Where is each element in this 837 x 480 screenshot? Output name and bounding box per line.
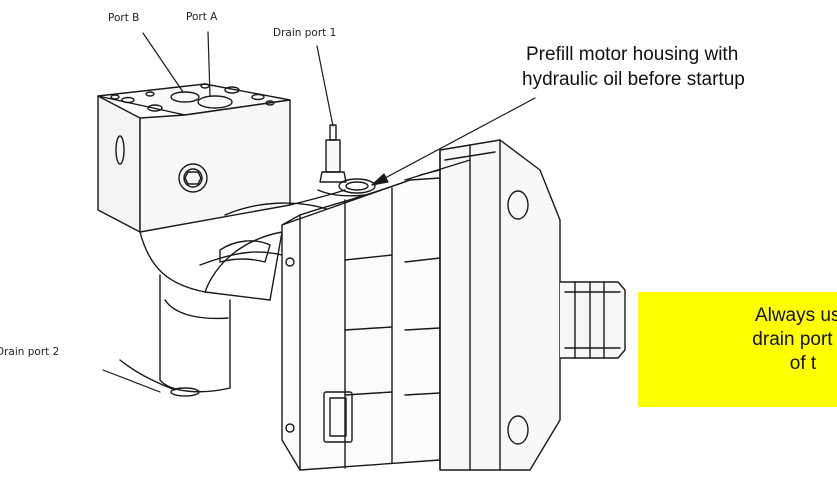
output-shaft xyxy=(559,281,626,359)
leader-lines xyxy=(102,31,536,393)
drain-port-2-text: Drain port 2 xyxy=(0,346,60,358)
warning-note-line-1: Always use xyxy=(754,305,837,326)
port-b-hole xyxy=(170,91,200,103)
warning-note-line-2: drain port fo xyxy=(752,329,837,350)
port-a-label: Port A xyxy=(186,11,218,23)
front-flange xyxy=(404,139,561,471)
main-housing xyxy=(281,177,441,471)
drain-port-1-label: Drain port 1 xyxy=(273,27,337,39)
prefill-arrow-line xyxy=(371,97,536,186)
port-b-leader xyxy=(142,32,184,93)
warning-note-text: Always use drain port fo of t xyxy=(638,304,837,376)
port-block xyxy=(97,83,291,233)
warning-note-box: Always use drain port fo of t xyxy=(638,292,837,407)
drain-port-2-leader xyxy=(102,369,161,393)
prefill-arrow-head xyxy=(371,173,389,186)
warning-note-line-3: of t xyxy=(789,353,817,374)
drain-port-1-leader xyxy=(316,45,334,127)
prefill-callout-line-2: hydraulic oil before startup xyxy=(522,69,745,90)
prefill-callout-line-1: Prefill motor housing with xyxy=(526,44,739,65)
port-b-label: Port B xyxy=(108,12,140,24)
port-a-hole xyxy=(197,95,233,109)
bent-housing xyxy=(119,189,346,397)
port-a-leader xyxy=(207,31,211,97)
drain-port-2-label: Drain port 2 xyxy=(0,346,110,358)
